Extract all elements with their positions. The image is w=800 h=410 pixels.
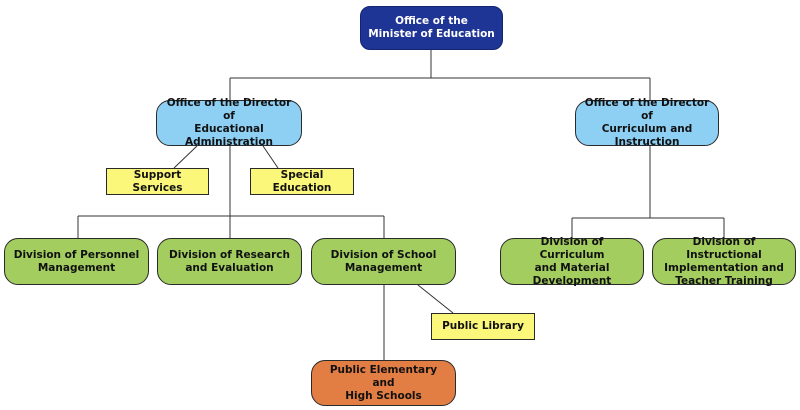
special-education-box: Special Education: [250, 168, 354, 195]
personnel-division-box: Division of Personnel Management: [4, 238, 149, 285]
school-management-division-box: Division of School Management: [311, 238, 456, 285]
director-curriculum-box: Office of the Director of Curriculum and…: [575, 97, 719, 148]
support-services-box: Support Services: [106, 168, 209, 195]
public-schools-box: Public Elementary and High Schools: [311, 360, 456, 406]
instructional-division-box: Division of Instructional Implementation…: [652, 236, 796, 287]
director-administration-box: Office of the Director of Educational Ad…: [156, 97, 302, 148]
minister-office-box: Office of the Minister of Education: [360, 6, 503, 50]
curriculum-material-division-box: Division of Curriculum and Material Deve…: [500, 236, 644, 287]
public-library-box: Public Library: [431, 313, 535, 340]
research-division-box: Division of Research and Evaluation: [157, 238, 302, 285]
